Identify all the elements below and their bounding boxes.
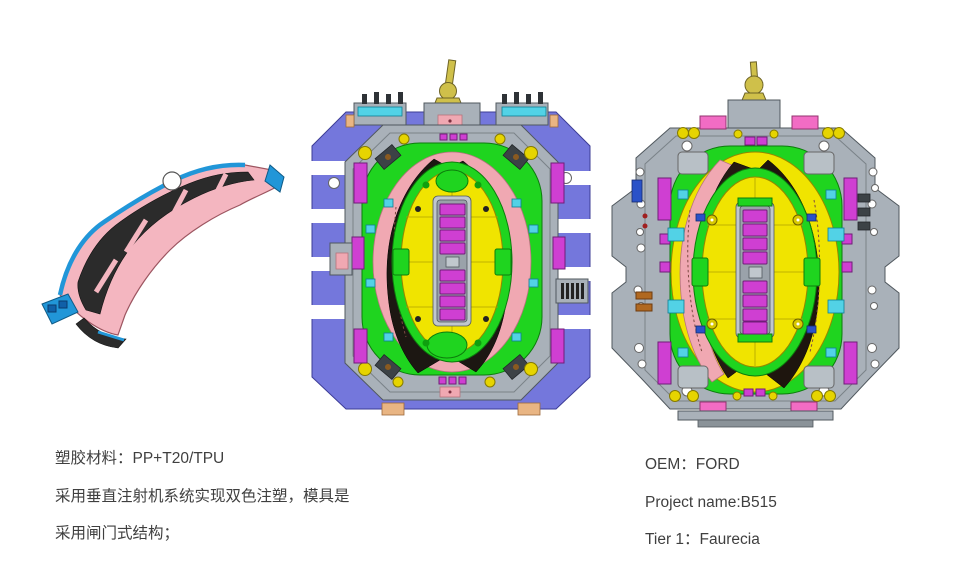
note-structure: 采用闸门式结构； [55, 525, 180, 542]
perimeter-hardware [329, 146, 589, 376]
part-seal-edge [57, 162, 246, 296]
part-tab-hole [58, 300, 68, 309]
part-preview-figure [38, 152, 288, 367]
part-tip-seal [97, 330, 125, 342]
center-rail [735, 197, 775, 343]
core-tabs [691, 213, 821, 334]
note-process: 采用垂直注射机系统实现双色注塑，模具是 [55, 487, 350, 505]
alignment-dot [642, 213, 648, 219]
part-preview-drawing [41, 162, 285, 349]
core-bolts [415, 181, 489, 347]
top-clamp-blocks [353, 92, 549, 130]
mold-view-a-drawing [306, 59, 596, 416]
corner-clamps [374, 144, 530, 380]
part-inner-panels [77, 171, 255, 315]
part-body [41, 162, 285, 349]
part-rib [123, 218, 149, 254]
part-tab [41, 293, 79, 325]
note-oem: OEM：FORD [645, 456, 740, 473]
note-project: Project name:B515 [645, 493, 777, 511]
clamp-knobs [362, 92, 543, 104]
alignment-dot [642, 223, 648, 229]
center-rail [432, 195, 472, 327]
note-tier1: Tier 1：Faurecia [645, 531, 760, 548]
side-block [631, 179, 643, 203]
slide-blocks [742, 209, 768, 335]
part-notch [162, 171, 182, 191]
material-notes: 塑胶材料：PP+T20/TPU 采用垂直注射机系统实现双色注塑，模具是 采用闸门… [55, 450, 350, 563]
part-end-cap [264, 164, 285, 193]
perimeter-hardware [631, 115, 871, 385]
part-tab-hole [47, 304, 57, 313]
plate-holes [633, 140, 880, 397]
project-notes: OEM：FORD Project name:B515 Tier 1：Faurec… [645, 456, 777, 569]
part-rib [209, 172, 229, 204]
slide-blocks [439, 203, 466, 321]
part-rib [93, 258, 119, 294]
hot-runner-connector [555, 278, 589, 304]
lifting-eyebolt [432, 59, 464, 109]
mold-feet [345, 114, 559, 416]
note-material: 塑胶材料：PP+T20/TPU [55, 450, 225, 467]
bottom-hardware [669, 388, 836, 428]
core-bolts [706, 214, 804, 330]
side-notches [306, 161, 596, 329]
lifting-eyebolt [727, 61, 781, 131]
mold-view-b-drawing [611, 61, 900, 428]
mold-view-a-figure [306, 57, 596, 422]
plate-hole [328, 177, 340, 189]
edge-detail-rows [392, 133, 506, 398]
mold-view-b-figure [608, 60, 908, 435]
part-rib [165, 188, 189, 226]
corner-brackets [677, 151, 835, 389]
